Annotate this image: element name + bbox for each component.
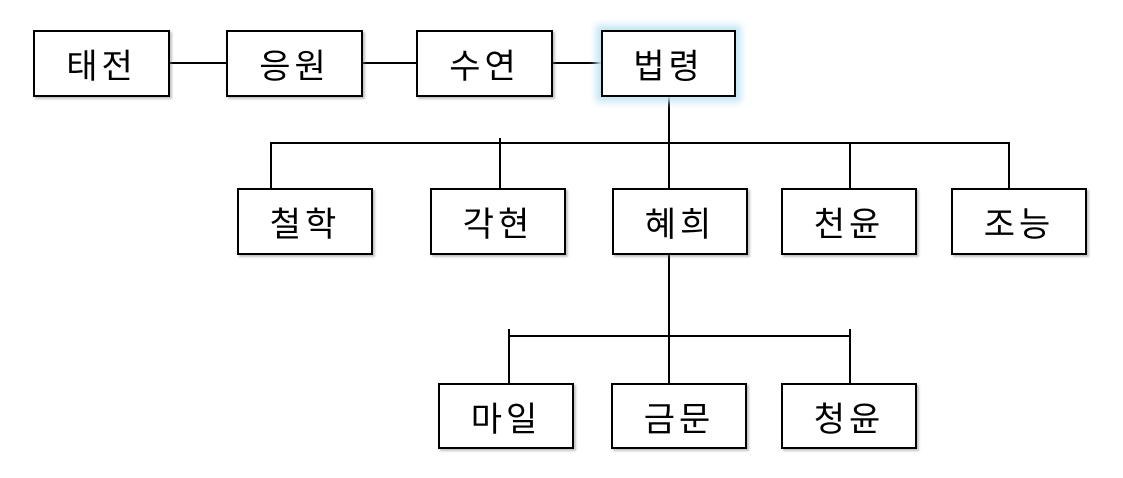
node-taejeon[interactable]: 태전 [33,30,170,97]
node-mail[interactable]: 마일 [438,383,574,449]
connector-drop-cheonyun [849,142,851,188]
node-hyehui[interactable]: 혜희 [612,188,748,255]
node-cheonyun[interactable]: 천윤 [781,188,917,255]
connector-hyehui-spine [668,255,670,383]
node-cheongyun[interactable]: 청윤 [781,383,917,449]
connector-bus-hyehui-children [508,335,850,337]
connector-drop-gakhyeon [499,138,501,188]
node-geummun[interactable]: 금문 [611,383,747,449]
connector-drop-joneung [1008,142,1010,188]
connector-bus-beomnyeong-children [270,142,1010,144]
node-cheolhak[interactable]: 철학 [237,188,373,255]
node-beomnyeong-selected[interactable]: 법령 [601,30,736,97]
connector-eungwon-suyeon [363,62,416,64]
connector-drop-cheongyun [849,329,851,383]
connector-suyeon-beomnyeong [553,62,601,64]
connector-drop-cheolhak [270,142,272,188]
connector-drop-mail [508,329,510,383]
node-suyeon[interactable]: 수연 [416,30,553,97]
node-joneung[interactable]: 조능 [951,188,1087,255]
node-gakhyeon[interactable]: 각현 [430,188,566,255]
connector-taejeon-eungwon [170,62,226,64]
node-eungwon[interactable]: 응원 [226,30,363,97]
